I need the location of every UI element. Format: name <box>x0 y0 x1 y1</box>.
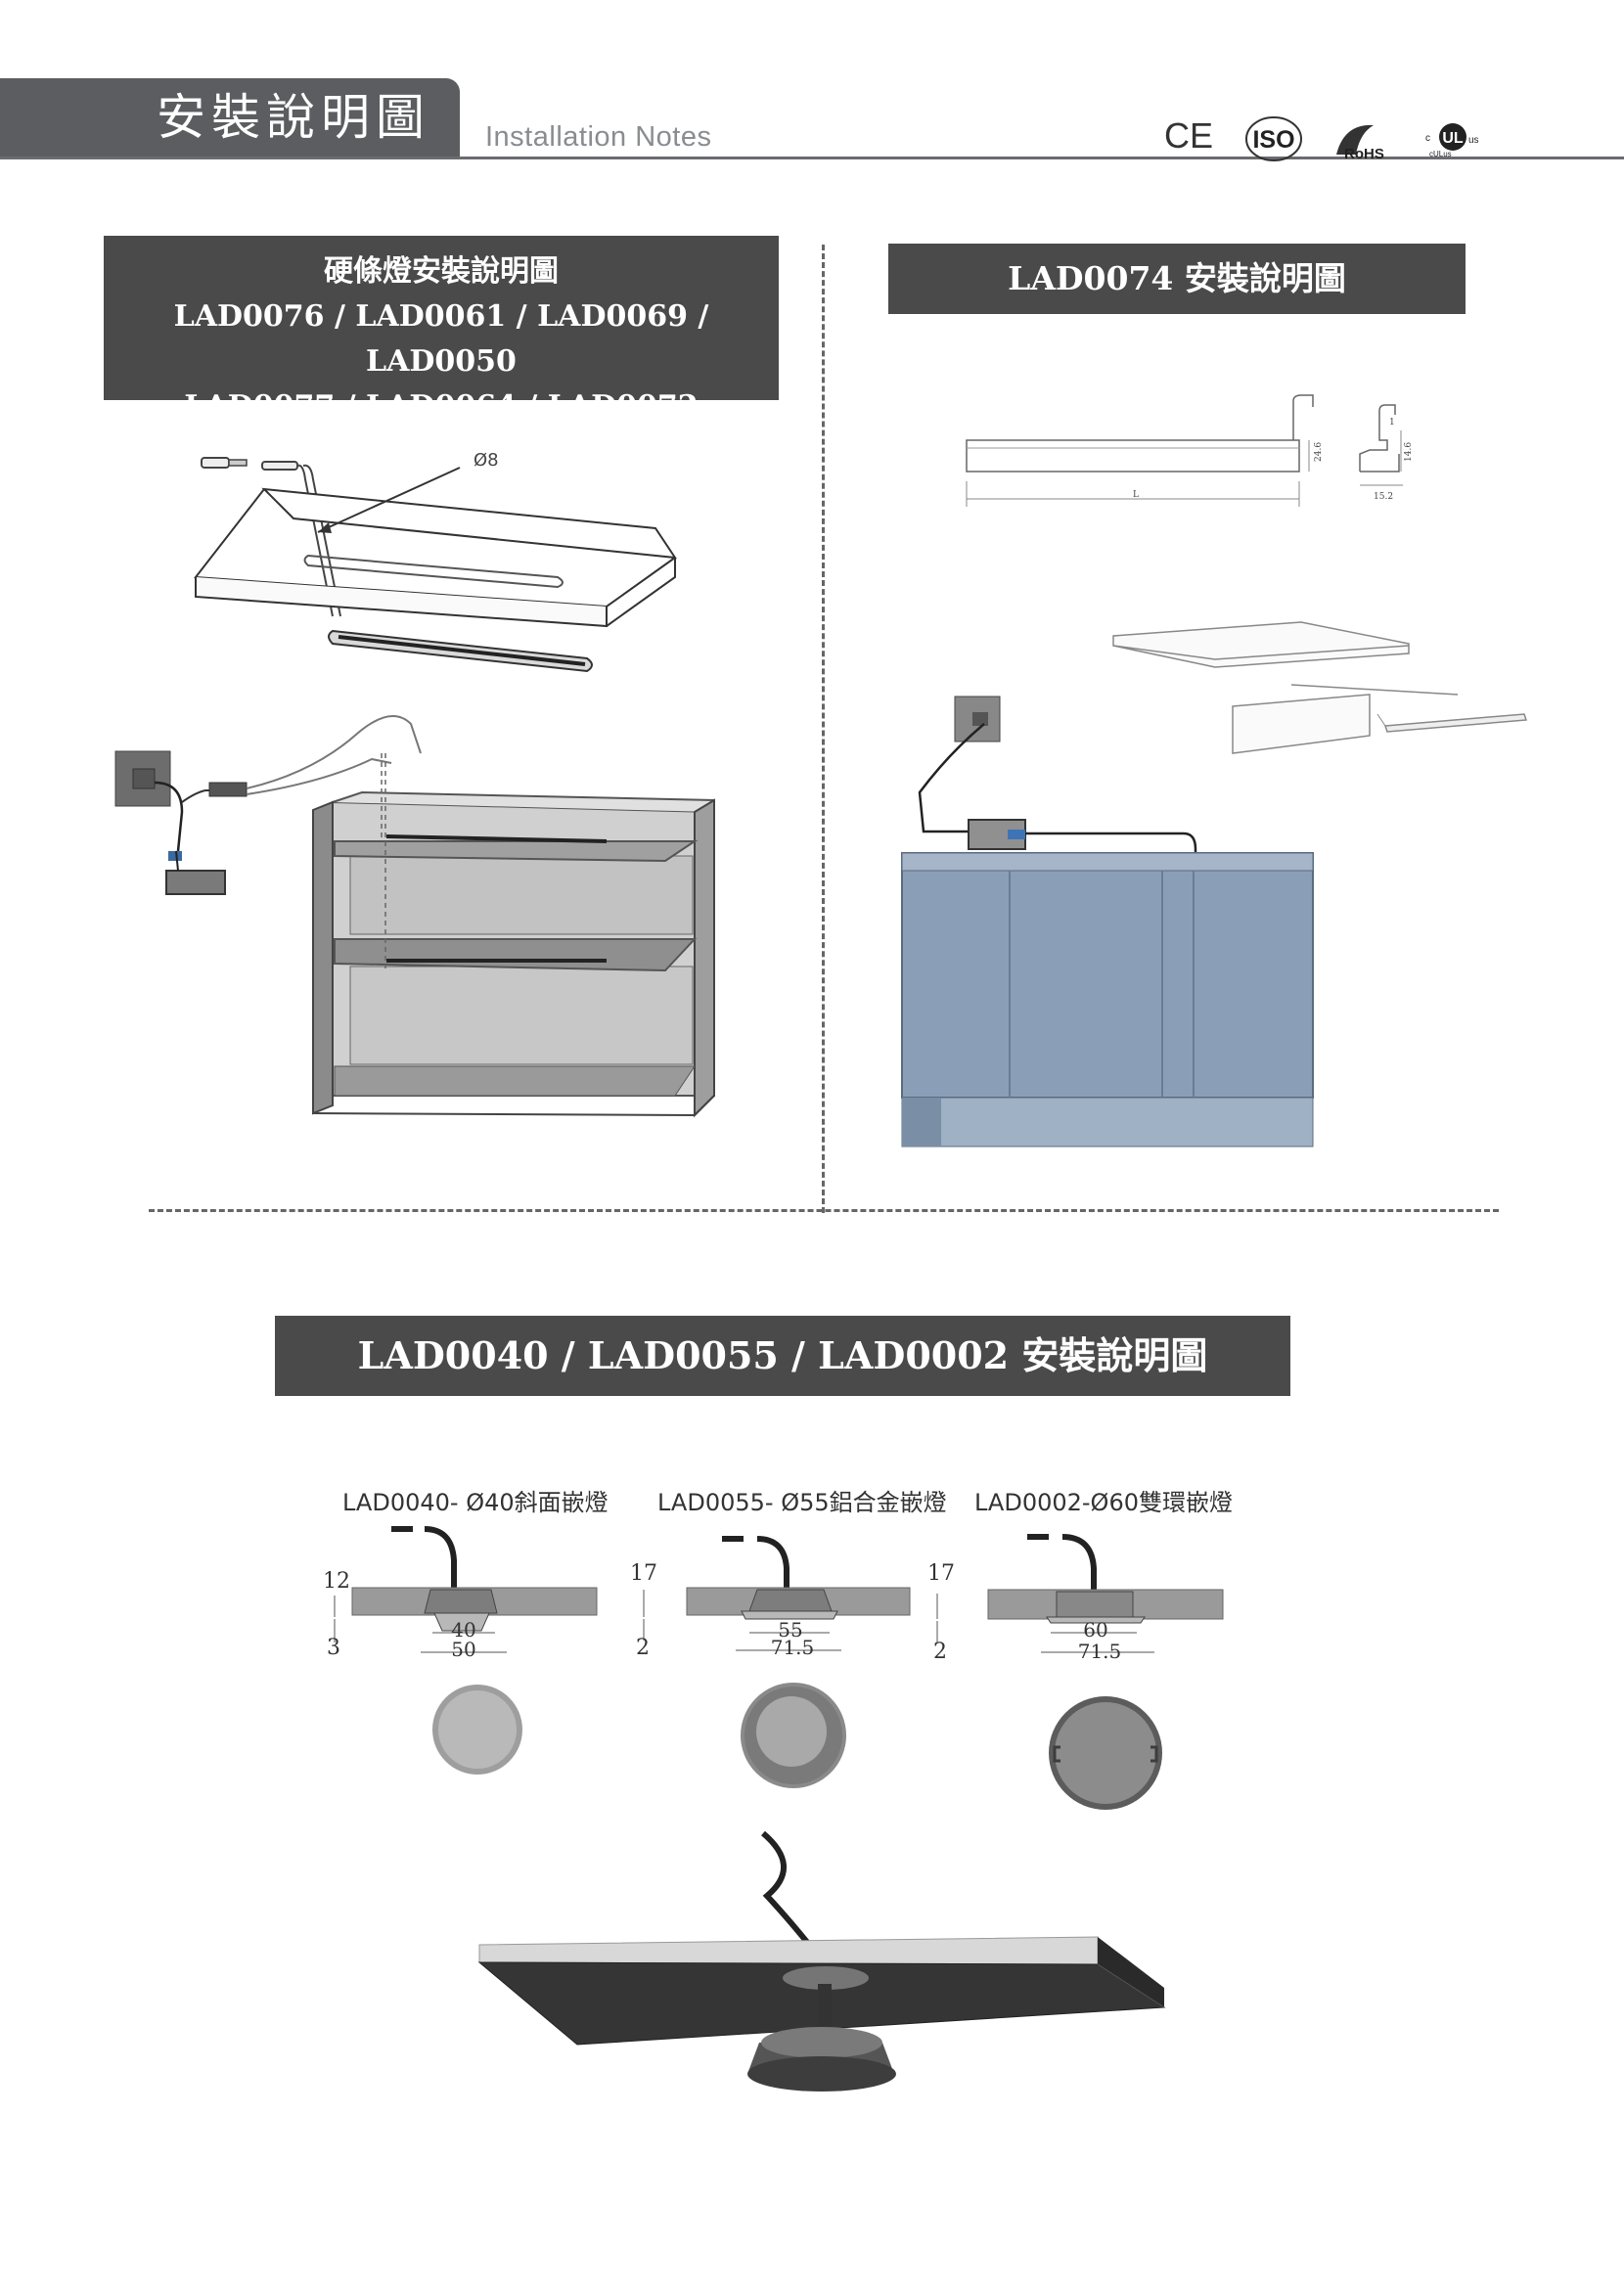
section2-banner: LAD0074 安裝說明圖 <box>888 244 1466 314</box>
lamp-front-lad0040 <box>432 1685 522 1775</box>
section1-title-line3: LAD0077 / LAD0064 / LAD0072 <box>184 389 699 424</box>
lamp3-outer-dim: 71.5 <box>1078 1640 1122 1663</box>
section1-banner: 硬條燈安裝說明圖 LAD0076 / LAD0061 / LAD0069 / L… <box>104 236 779 424</box>
dim-height1: 24.6 <box>1314 442 1324 462</box>
lamp-caption-lad0055: LAD0055- Ø55鋁合金嵌燈 <box>657 1489 947 1516</box>
section1-title-line1: 硬條燈安裝說明圖 <box>324 254 559 289</box>
lamp-front-lad0055 <box>741 1683 846 1788</box>
header-rule <box>0 157 1624 159</box>
svg-text:c: c <box>1425 133 1430 144</box>
dim-height2: 14.6 <box>1404 442 1414 462</box>
lamp3-bottom-dim: 2 <box>933 1640 947 1664</box>
dim-width: 15.2 <box>1374 492 1393 502</box>
svg-text:UL: UL <box>1442 130 1464 147</box>
lamp-caption-lad0002: LAD0002-Ø60雙環嵌燈 <box>974 1489 1233 1516</box>
dim-top: 1 <box>1389 418 1395 427</box>
lamp1-top-dim: 12 <box>323 1569 350 1594</box>
lamp-cross-section-lad0055: 17 2 55 71.5 <box>630 1536 911 1660</box>
dim-length: L <box>1133 490 1139 500</box>
panel-install-diagram <box>477 1830 1166 2092</box>
page-subtitle: Installation Notes <box>485 121 712 153</box>
horizontal-divider <box>149 1209 1499 1212</box>
cabinet-diagram-1 <box>114 715 715 1118</box>
lamp2-bottom-dim: 2 <box>636 1636 650 1660</box>
lamp3-inner-dim: 60 <box>1083 1618 1107 1642</box>
lamp1-inner-dim: 40 <box>451 1618 475 1642</box>
vertical-divider <box>822 245 825 1213</box>
section1-title-line2: LAD0076 / LAD0061 / LAD0069 / LAD0050 <box>173 299 709 379</box>
leaf-icon <box>1336 124 1374 155</box>
profile-dimension-drawing: L 24.6 14.6 1 15.2 <box>966 394 1414 507</box>
shelf-strip-diagram: Ø8 <box>194 450 678 673</box>
ce-mark: CE <box>1164 115 1214 156</box>
header-bar <box>0 78 460 157</box>
rohs-mark: RoHS <box>1331 119 1389 166</box>
lamp2-outer-dim: 71.5 <box>771 1636 815 1659</box>
lamp1-outer-dim: 50 <box>451 1638 475 1661</box>
ul-mark: UL c us cULus <box>1423 121 1482 164</box>
page-title: 安裝說明圖 <box>157 89 430 146</box>
lamp2-inner-dim: 55 <box>778 1618 802 1642</box>
culus-text: cULus <box>1429 150 1452 158</box>
lamp-front-lad0002 <box>1049 1696 1162 1810</box>
iso-mark: ISO <box>1244 115 1303 166</box>
svg-text:us: us <box>1468 135 1479 146</box>
iso-text: ISO <box>1252 126 1294 154</box>
lamp-caption-lad0040: LAD0040- Ø40斜面嵌燈 <box>342 1489 609 1516</box>
diameter-label: Ø8 <box>474 450 499 471</box>
lamp3-top-dim: 17 <box>927 1561 955 1586</box>
lamp-cross-section-lad0002: 17 2 60 71.5 <box>927 1534 1224 1664</box>
lamp2-top-dim: 17 <box>630 1561 657 1586</box>
exploded-shelf-diagram <box>1112 621 1528 754</box>
lamp1-bottom-dim: 3 <box>327 1636 340 1660</box>
rohs-text: RoHS <box>1344 146 1384 162</box>
cabinet-diagram-2 <box>901 696 1314 1147</box>
section3-banner: LAD0040 / LAD0055 / LAD0002 安裝說明圖 <box>275 1316 1290 1396</box>
lamp-cross-section-lad0040: 12 3 40 50 <box>323 1526 598 1661</box>
